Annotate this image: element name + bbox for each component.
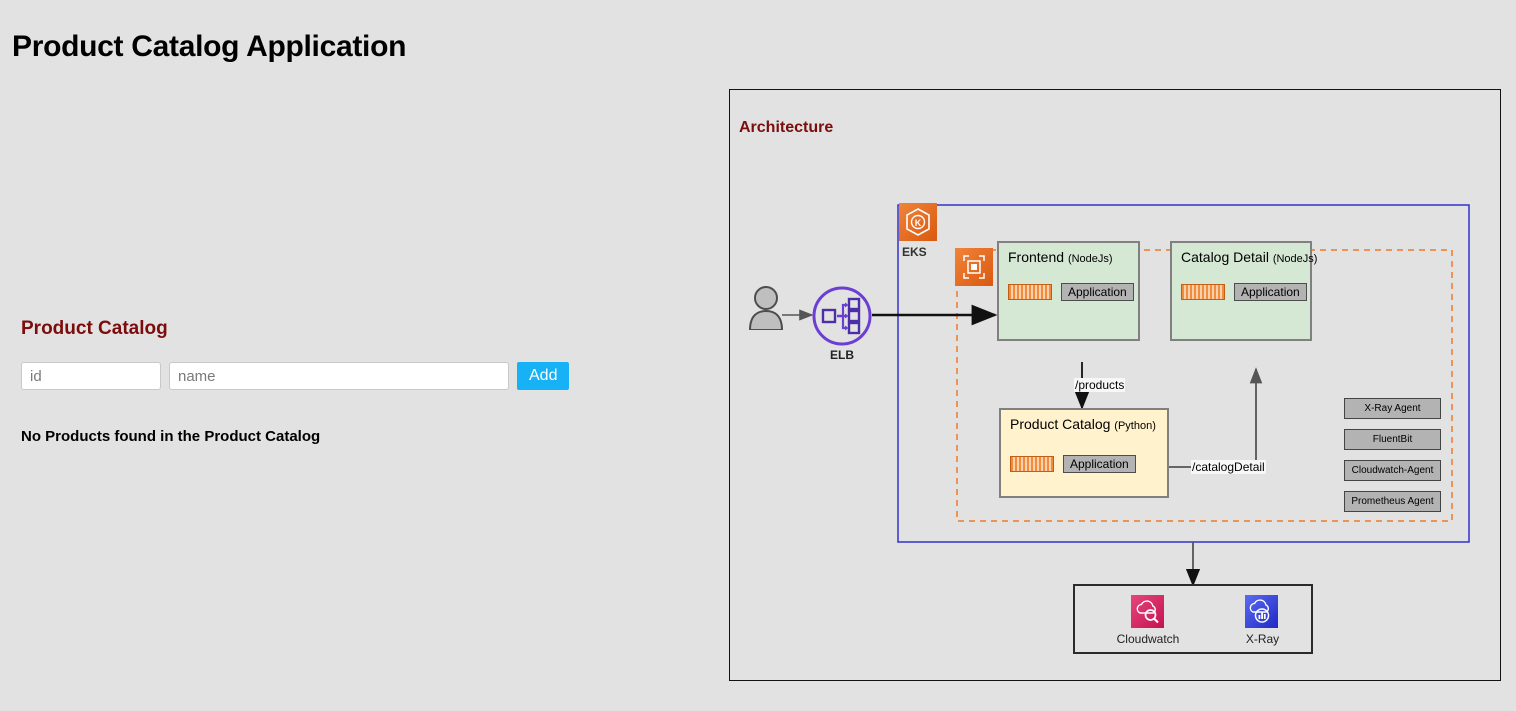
- container-namespace-icon: [955, 248, 993, 286]
- empty-catalog-message: No Products found in the Product Catalog: [21, 428, 321, 445]
- architecture-panel: Architecture: [729, 89, 1501, 681]
- elb-caption: ELB: [830, 348, 854, 362]
- add-product-form: Add: [21, 362, 581, 390]
- elb-icon: [812, 286, 872, 346]
- application-badge: Application: [1063, 455, 1136, 473]
- product-catalog-section: Product Catalog Add No Products found in…: [21, 318, 581, 445]
- container-icon: [1010, 456, 1054, 472]
- observability-box: Cloudwatch X-Ray: [1073, 584, 1313, 654]
- agent-cloudwatch[interactable]: Cloudwatch-Agent: [1344, 460, 1441, 481]
- eks-icon: K: [899, 203, 937, 241]
- service-row-frontend: Application: [1008, 283, 1134, 301]
- service-title-product-catalog: Product Catalog (Python): [1010, 416, 1156, 432]
- service-row-product-catalog: Application: [1010, 455, 1136, 473]
- page-title: Product Catalog Application: [12, 30, 407, 63]
- cloudwatch-caption: Cloudwatch: [1116, 632, 1180, 646]
- product-name-input[interactable]: [169, 362, 509, 390]
- service-row-catalog-detail: Application: [1181, 283, 1307, 301]
- service-title-catalog-detail: Catalog Detail (NodeJs): [1181, 249, 1318, 265]
- user-actor-icon: [748, 286, 784, 330]
- application-badge: Application: [1234, 283, 1307, 301]
- service-box-product-catalog: Product Catalog (Python) Application: [999, 408, 1169, 498]
- architecture-title: Architecture: [739, 119, 834, 136]
- product-id-input[interactable]: [21, 362, 161, 390]
- service-box-catalog-detail: Catalog Detail (NodeJs) Application: [1170, 241, 1317, 341]
- service-title-frontend: Frontend (NodeJs): [1008, 249, 1113, 265]
- eks-label: EKS: [902, 245, 927, 259]
- agent-prometheus[interactable]: Prometheus Agent: [1344, 491, 1441, 512]
- cloudwatch-icon: [1131, 595, 1164, 628]
- agent-fluentbit[interactable]: FluentBit: [1344, 429, 1441, 450]
- agent-xray[interactable]: X-Ray Agent: [1344, 398, 1441, 419]
- svg-text:K: K: [915, 218, 922, 228]
- architecture-diagram: ELB K EKS: [730, 90, 1502, 682]
- xray-caption: X-Ray: [1245, 632, 1280, 646]
- edge-label-products: /products: [1074, 378, 1126, 392]
- add-product-button[interactable]: Add: [517, 362, 570, 390]
- container-icon: [1181, 284, 1225, 300]
- container-icon: [1008, 284, 1052, 300]
- service-box-frontend: Frontend (NodeJs) Application: [997, 241, 1140, 341]
- xray-icon: [1245, 595, 1278, 628]
- application-badge: Application: [1061, 283, 1134, 301]
- product-catalog-heading: Product Catalog: [21, 318, 168, 339]
- edge-label-catalog-detail: /catalogDetail: [1191, 460, 1266, 474]
